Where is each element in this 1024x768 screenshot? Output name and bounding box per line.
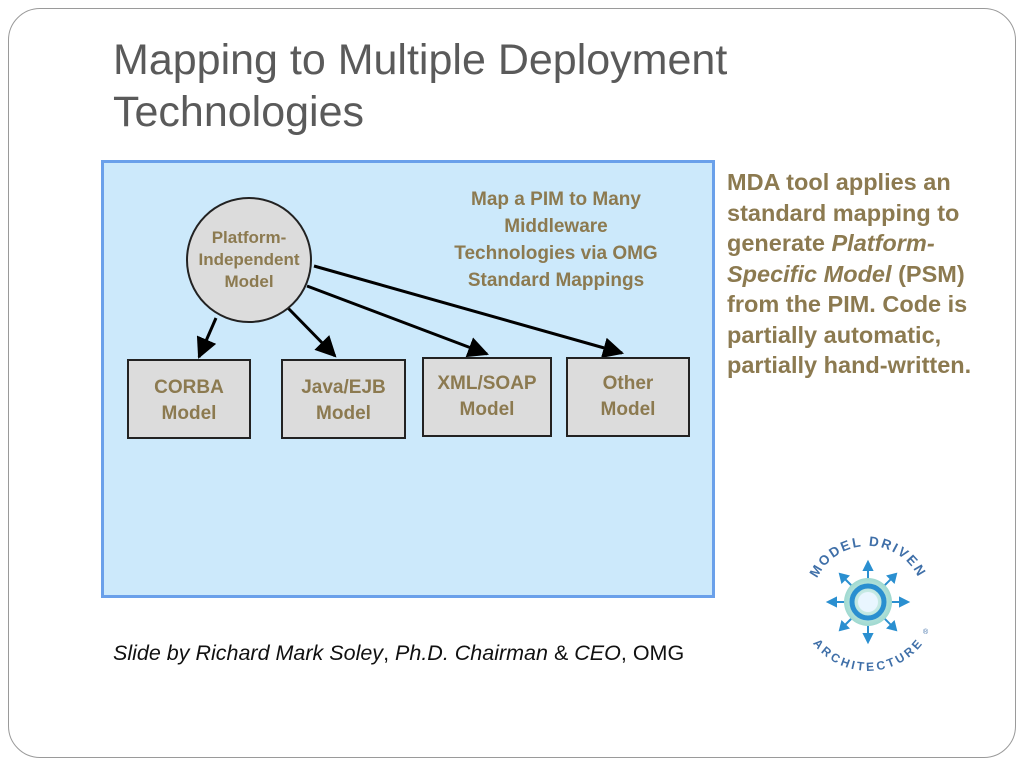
side-description: MDA tool applies an standard mapping to … bbox=[727, 169, 972, 378]
mda-logo: MODEL DRIVEN ARCHITECTURE ® bbox=[807, 534, 929, 674]
slide-credit: Slide by Richard Mark Soley, Ph.D. Chair… bbox=[113, 641, 685, 665]
corba-model-label: CORBA Model bbox=[154, 377, 224, 424]
java-ejb-model-node: Java/EJB Model bbox=[281, 359, 406, 439]
xml-soap-model-node: XML/SOAP Model bbox=[422, 357, 552, 437]
pim-label: Platform- Independent Model bbox=[198, 228, 300, 291]
other-model-label: Other Model bbox=[600, 373, 656, 420]
other-model-node: Other Model bbox=[566, 357, 690, 437]
logo-registered-mark: ® bbox=[923, 628, 929, 636]
corba-model-node: CORBA Model bbox=[127, 359, 251, 439]
java-ejb-model-label: Java/EJB Model bbox=[301, 377, 386, 424]
logo-ring bbox=[849, 583, 887, 621]
slide-title: Mapping to Multiple Deployment Technolog… bbox=[113, 36, 728, 136]
logo-center bbox=[858, 592, 878, 612]
xml-soap-model-label: XML/SOAP Model bbox=[437, 373, 537, 420]
diagram-caption: Map a PIM to Many Middleware Technologie… bbox=[454, 189, 658, 291]
pim-node: Platform- Independent Model bbox=[186, 197, 312, 323]
